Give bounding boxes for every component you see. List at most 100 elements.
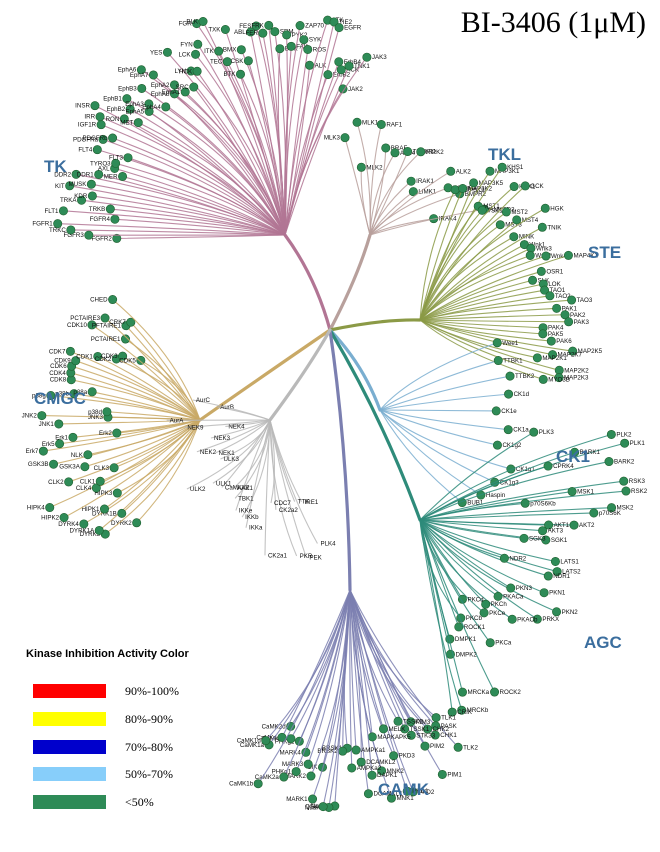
- kinase-node: [287, 42, 295, 50]
- kinase-node: [494, 592, 502, 600]
- kinase-node: [67, 226, 75, 234]
- kinase-label: TAO3: [577, 297, 593, 304]
- kinase-node: [544, 572, 552, 580]
- kinase-label: PKN3: [516, 585, 533, 592]
- kinase-node: [221, 25, 229, 33]
- kinase-label: CK1e: [501, 408, 517, 415]
- kinase-label: BARK2: [614, 459, 635, 466]
- kinase-label: JNK2: [22, 413, 38, 420]
- kinase-label: ALK2: [456, 168, 472, 175]
- kinase-label: FLT3: [109, 155, 124, 162]
- kinase-label: AMPKa1: [361, 747, 386, 754]
- kinase-node: [377, 120, 385, 128]
- kinase-node: [64, 478, 72, 486]
- legend-label: <50%: [125, 795, 154, 809]
- kinase-node: [526, 251, 534, 259]
- legend-swatch: [33, 684, 106, 698]
- kinase-label: MER: [104, 173, 118, 180]
- kinase-branch: [282, 590, 350, 737]
- kinase-node: [138, 84, 146, 92]
- kinase-label: TXK: [208, 27, 221, 34]
- kinase-node: [38, 411, 46, 419]
- kinase-node: [236, 70, 244, 78]
- kinase-label: TTBK1: [503, 358, 523, 365]
- kinase-label: TLK1: [441, 715, 456, 722]
- kinase-node: [363, 53, 371, 61]
- figure-title: BI-3406 (1μM): [461, 6, 646, 40]
- kinase-node: [118, 509, 126, 517]
- kinase-label: HGK: [550, 205, 564, 212]
- legend-item-70-80: 70%-80%: [33, 740, 253, 756]
- kinase-label: MELK: [388, 726, 406, 733]
- branch-group-camk: TLK2TLK1PASKCHK1CHK2PIM1PIM2PIM3STK33TSS…: [229, 330, 478, 812]
- kinase-node: [55, 420, 63, 428]
- kinase-node: [110, 464, 118, 472]
- kinase-label: EGFR: [344, 25, 362, 32]
- kinase-label: JAK2: [348, 86, 363, 93]
- kinase-label: PLK3: [539, 429, 555, 436]
- kinase-label: ROCK1: [464, 624, 486, 631]
- kinase-node: [622, 487, 630, 495]
- kinase-label: TEC: [210, 59, 223, 66]
- kinase-node: [564, 318, 572, 326]
- legend-label: 50%-70%: [125, 767, 173, 781]
- kinase-label: AMPKa2: [357, 765, 382, 772]
- kinase-node: [345, 62, 353, 70]
- kinase-label: FLT4: [78, 147, 93, 154]
- kinase-node: [451, 186, 459, 194]
- kinase-node: [193, 67, 201, 75]
- kinase-label: ULK2: [190, 486, 206, 493]
- kinase-label: EphB2: [107, 106, 126, 113]
- kinase-label: CDK8: [50, 377, 67, 384]
- kinase-branch: [270, 420, 317, 543]
- kinase-label: NEK9: [187, 424, 204, 431]
- kinase-label: TBK1: [238, 495, 254, 502]
- kinase-label: CDK3: [101, 353, 118, 360]
- kinase-node: [97, 120, 105, 128]
- kinase-label: DMPK2: [455, 651, 477, 658]
- kinase-label: MLK1: [362, 119, 379, 126]
- kinase-label: MAPKAPK5: [377, 734, 411, 741]
- kinase-node: [39, 447, 47, 455]
- kinase-label: RSK3: [629, 478, 646, 485]
- kinase-node: [108, 134, 116, 142]
- legend-swatch: [33, 795, 106, 809]
- kinase-node: [124, 153, 132, 161]
- kinase-node: [307, 772, 315, 780]
- kinase-label: MARK4: [280, 749, 302, 756]
- branch-trunk: [330, 320, 420, 330]
- kinase-label: EphA7: [130, 72, 149, 79]
- kinase-label: MSK1: [577, 489, 594, 496]
- kinase-node: [324, 70, 332, 78]
- kinase-node: [190, 83, 198, 91]
- kinase-node: [438, 770, 446, 778]
- kinase-label: GCK: [530, 183, 544, 190]
- kinase-label: PCTAIRE1: [91, 336, 121, 343]
- kinase-label: CK1d: [514, 391, 530, 398]
- kinase-label: ABL: [234, 29, 246, 36]
- kinase-label: NDR1: [553, 573, 570, 580]
- kinase-node: [132, 519, 140, 527]
- kinase-node: [539, 330, 547, 338]
- kinase-label: CK2a1: [268, 552, 287, 559]
- kinase-label: TLK2: [463, 744, 478, 751]
- kinase-node: [96, 477, 104, 485]
- kinase-label: MST2: [511, 209, 528, 216]
- kinase-label: PKN1: [549, 590, 566, 597]
- kinase-node: [542, 252, 550, 260]
- kinase-label: CHED: [90, 297, 108, 304]
- kinase-label: KIT: [55, 183, 65, 190]
- kinase-node: [262, 736, 270, 744]
- kinase-node: [454, 743, 462, 751]
- kinase-label: STK33: [416, 732, 435, 739]
- kinase-node: [620, 439, 628, 447]
- kinase-node: [492, 407, 500, 415]
- kinase-label: AurA: [170, 417, 185, 424]
- kinase-node: [84, 451, 92, 459]
- kinase-node: [537, 267, 545, 275]
- kinase-label: PKCb: [466, 615, 483, 622]
- kinase-node: [490, 688, 498, 696]
- kinase-label: MAP2K1: [542, 355, 567, 362]
- legend-title: Kinase Inhibition Activity Color: [26, 648, 189, 660]
